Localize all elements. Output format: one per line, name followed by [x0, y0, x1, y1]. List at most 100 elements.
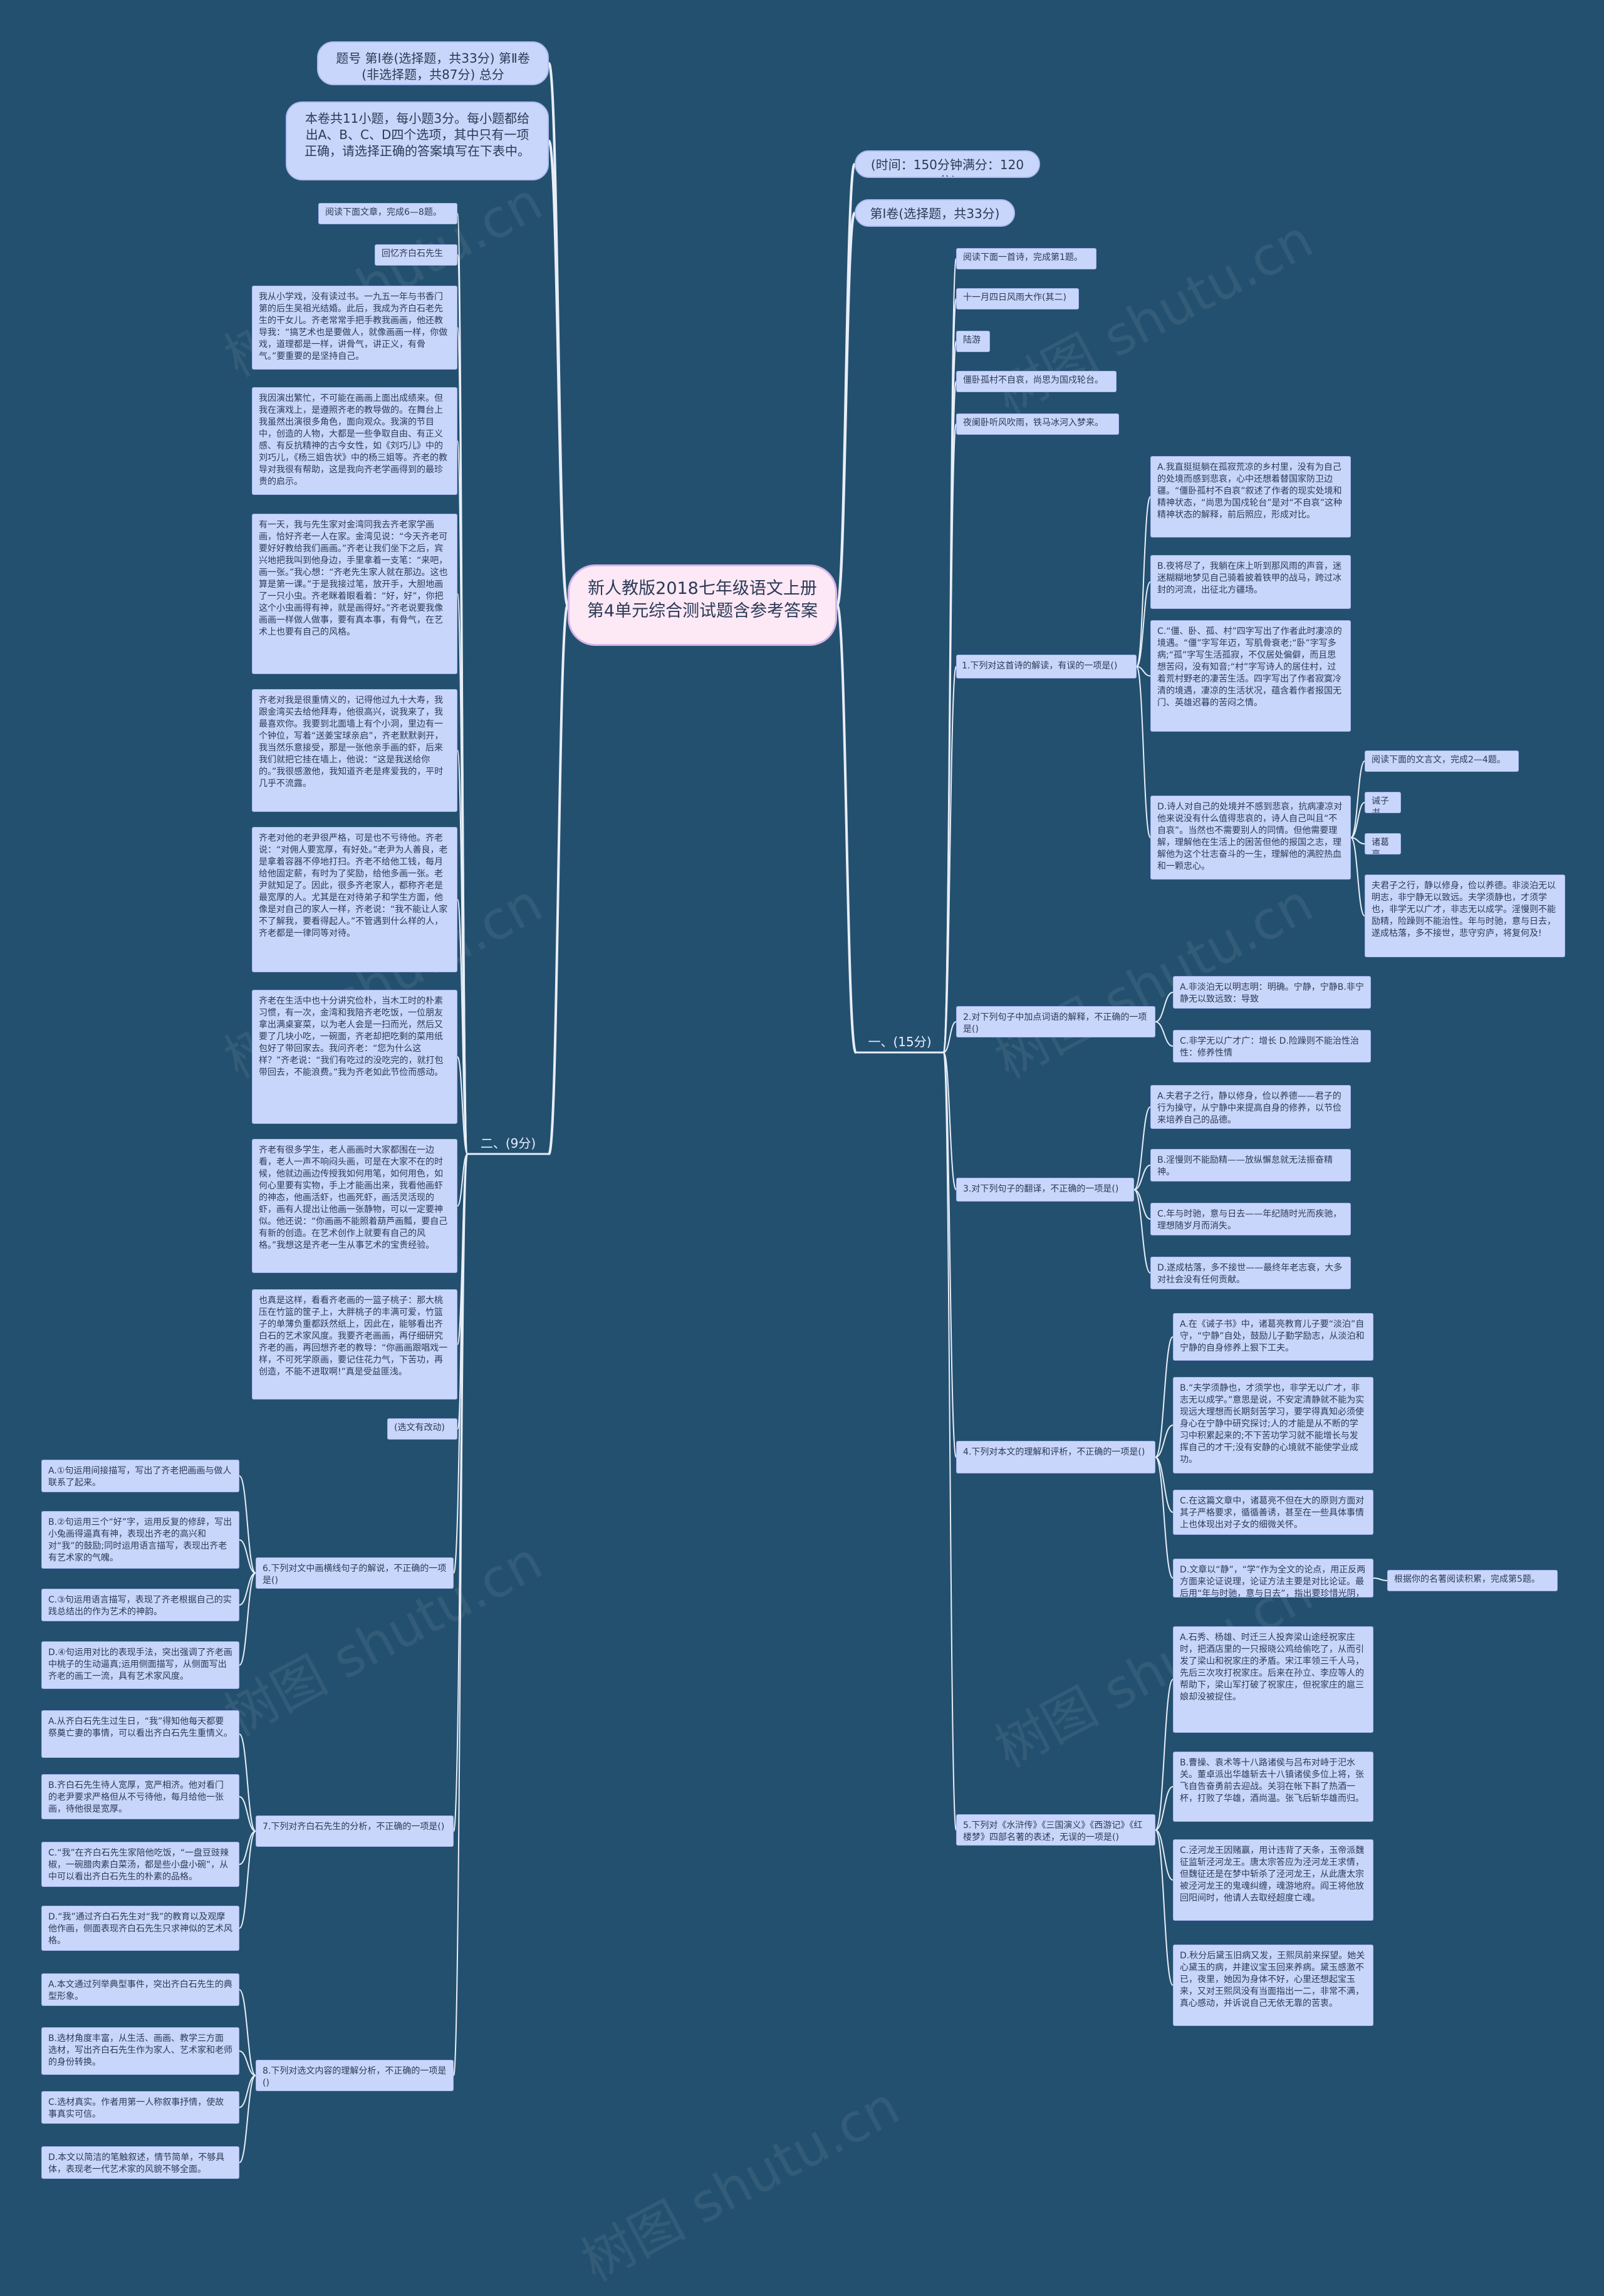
question-4[interactable]: 4.下列对本文的理解和评析，不正确的一项是(): [956, 1441, 1155, 1473]
q1-option-c[interactable]: C.“僵、卧、孤、村”四字写出了作者此时凄凉的境遇。“僵”字写年迈，写肌骨衰老;…: [1150, 620, 1351, 732]
poem-prompt: 阅读下面一首诗，完成第1题。: [956, 248, 1096, 269]
connector: [1155, 1786, 1174, 1831]
connector: [1155, 1829, 1174, 1881]
connector: [239, 1572, 256, 1606]
q5-option-c[interactable]: C.泾河龙王因赌赢，用计违背了天条，玉帝派魏征监斩泾河龙王。唐太宗答应为泾河龙王…: [1173, 1839, 1373, 1921]
q1-option-a[interactable]: A.我直挺挺躺在孤寂荒凉的乡村里，没有为自己的处境而感到悲哀，心中还想着替国家防…: [1150, 456, 1351, 538]
connector: [1155, 1457, 1174, 1579]
connector: [836, 604, 857, 1054]
connector: [239, 1733, 256, 1832]
connector: [1155, 992, 1174, 1022]
q4-option-a[interactable]: A.在《诫子书》中，诸葛亮教育儿子要“淡泊”自守，“宁静”自处，鼓励儿子勤学励志…: [1173, 1313, 1373, 1361]
q8-option-b[interactable]: B.选材角度丰富，从生活、画画、教学三方面选材，写出齐白石先生作为家人、艺术家和…: [41, 2027, 239, 2075]
connector: [943, 666, 957, 1053]
q3-option-d[interactable]: D.遂成枯落，多不接世——最终年老志衰，大多对社会没有任何贡献。: [1150, 1257, 1351, 1289]
article-paragraph: 也真是这样，看看齐老画的一篮子桃子：那大桃压在竹篮的筐子上，大胖桃子的丰满可爱，…: [252, 1289, 457, 1400]
q5-option-b[interactable]: B.曹操、袁术等十八路诸侯与吕布对峙于汜水关。董卓派出华雄斩去十八镇诸侯多位上将…: [1173, 1752, 1373, 1822]
q6-option-b[interactable]: B.②句运用三个“好”字，运用反复的修辞，写出小兔画得逼真有神，表现出齐老的高兴…: [41, 1511, 239, 1569]
q7-option-c[interactable]: C.“我”在齐白石先生家陪他吃饭，“一盘豆豉辣椒，一碗腊肉素白菜汤，都是些小盘小…: [41, 1842, 239, 1887]
poem-author: 陆游: [956, 331, 990, 352]
q5-option-d[interactable]: D.秋分后黛玉旧病又发，王熙凤前来探望。她关心黛玉的病，并建议宝玉回来养病。黛玉…: [1173, 1945, 1373, 2026]
poem-line-1: 僵卧孤村不自哀，尚思为国戍轮台。: [956, 371, 1117, 392]
section-two-label[interactable]: 二、(9分): [480, 1136, 536, 1151]
connector: [1133, 1165, 1151, 1190]
article-title: 回忆齐白石先生: [375, 244, 457, 266]
q1-option-b[interactable]: B.夜将尽了，我躺在床上听到那风雨的声音，迷迷糊糊地梦见自己骑着披着铁甲的战马，…: [1150, 555, 1351, 609]
q6-option-a[interactable]: A.①句运用间接描写，写出了齐老把画画与做人联系了起来。: [41, 1460, 239, 1492]
q8-option-c[interactable]: C.选材真实。作者用第一人称叙事抒情，使故事真实可信。: [41, 2091, 239, 2124]
article-paragraph: 齐老对我是很重情义的，记得他过九十大寿，我跟金湾买去给他拜寿，他很高兴，说我来了…: [252, 689, 457, 812]
connector: [943, 1052, 957, 1458]
q1-option-d[interactable]: D.诗人对自己的处境并不感到悲哀，抗病凄凉对他来说没有什么值得悲哀的，诗人自己叫…: [1150, 796, 1351, 880]
connector: [1133, 1106, 1151, 1190]
part-one-node[interactable]: 第Ⅰ卷(选择题，共33分): [855, 199, 1015, 227]
question-6[interactable]: 6.下列对文中画横线句子的解说，不正确的一项是(): [256, 1557, 454, 1589]
q2-option-cd[interactable]: C.非学无以广才广：增长 D.险躁则不能治性治性：修养性情: [1173, 1030, 1371, 1062]
article-paragraph: 齐老对他的老尹很严格，可是也不亏待他。齐老说：“对佣人要宽厚，有好处。”老尹为人…: [252, 827, 457, 972]
q7-option-d[interactable]: D.“我”通过齐白石先生对“我”的教育以及观摩他作画，侧面表现齐白石先生只求神似…: [41, 1906, 239, 1951]
connector: [1155, 1021, 1174, 1047]
q8-option-a[interactable]: A.本文通过列举典型事件，突出齐白石先生的典型形象。: [41, 1973, 239, 2006]
central-topic[interactable]: 新人教版2018七年级语文上册第4单元综合测试题含参考答案: [568, 564, 837, 646]
q7-option-a[interactable]: A.从齐白石先生过生日，“我”得知他每天都要祭奠亡妻的事情，可以看出齐白石先生重…: [41, 1710, 239, 1758]
q2-option-ab[interactable]: A.非淡泊无以明志明：明确。宁静，宁静B.非宁静无以致远致：导致: [1173, 976, 1371, 1009]
connector: [1136, 666, 1151, 677]
connector-lines: [239, 62, 1388, 2163]
connector: [239, 2050, 256, 2076]
classical-text-author: 诸葛亮: [1365, 833, 1401, 855]
connector: [239, 2075, 256, 2108]
connector: [1136, 496, 1151, 667]
connector: [1136, 581, 1151, 667]
connector: [548, 140, 569, 606]
connector: [943, 1052, 957, 1831]
classical-text-body: 夫君子之行，静以修身，俭以养德。非淡泊无以明志，非宁静无以致远。夫学须静也，才须…: [1365, 875, 1565, 957]
question-1[interactable]: 1.下列对这首诗的解读，有误的一项是(): [956, 655, 1137, 678]
article-paragraph: 有一天，我与先生家对金湾同我去齐老家学画画，恰好齐老一人在家。金湾见说：“今天齐…: [252, 514, 457, 674]
connector: [1155, 1679, 1174, 1831]
q3-option-c[interactable]: C.年与时驰，意与日去——年纪随时光而疾驰，理想随岁月而消失。: [1150, 1203, 1351, 1235]
q5-option-a[interactable]: A.石秀、杨雄、时迁三人投奔梁山途经祝家庄时，把酒店里的一只报晓公鸡给偷吃了，从…: [1173, 1626, 1373, 1733]
connector: [457, 1153, 468, 1207]
connector: [943, 1021, 957, 1053]
connector: [1350, 837, 1365, 844]
connector: [1350, 761, 1365, 838]
connector: [943, 423, 957, 1053]
question-7[interactable]: 7.下列对齐白石先生的分析，不正确的一项是(): [256, 1816, 454, 1847]
q4-option-d[interactable]: D.文章以“静”，“学”作为全文的论点，用正反两方面来论证说理，论证方法主要是对…: [1173, 1559, 1373, 1597]
q7-option-b[interactable]: B.齐白石先生待人宽厚，宽严相济。他对看门的老尹要求严格但从不亏待他，每月给他一…: [41, 1774, 239, 1819]
article-paragraph: 齐老在生活中也十分讲究俭朴，当木工时的朴素习惯，有一次，金湾和我陪齐老吃饭，一位…: [252, 990, 457, 1124]
connector: [239, 2075, 256, 2163]
question-3[interactable]: 3.对下列句子的翻译，不正确的一项是(): [956, 1178, 1134, 1202]
connector: [239, 1796, 256, 1832]
q8-option-d[interactable]: D.本文以简洁的笔触叙述，情节简单，不够具体，表现老一代艺术家的风貌不够全面。: [41, 2146, 239, 2179]
q6-option-d[interactable]: D.④句运用对比的表现手法，突出强调了齐老画中桃子的生动逼真;运用侧面描写，从侧…: [41, 1641, 239, 1689]
connector: [836, 212, 856, 606]
instructions-node[interactable]: 本卷共11小题，每小题3分。每小题都给出A、B、C、D四个选项，其中只有一项正确…: [286, 101, 549, 180]
article-source-note: (选文有改动): [387, 1418, 457, 1440]
connector: [1350, 837, 1365, 917]
q3-option-a[interactable]: A.夫君子之行，静以修身，俭以养德——君子的行为操守，从宁静中来提高自身的修养，…: [1150, 1085, 1351, 1129]
question-2[interactable]: 2.对下列句子中加点词语的解释，不正确的一项是(): [956, 1006, 1155, 1037]
q4-option-b[interactable]: B.“夫学须静也，才须学也，非学无以广才，非志无以成学。”意思是说，不安定清静就…: [1173, 1377, 1373, 1473]
q4-option-c[interactable]: C.在这篇文章中，诸葛亮不但在大的原则方面对其子严格要求，循循善诱，甚至在一些具…: [1173, 1490, 1373, 1535]
question-8[interactable]: 8.下列对选文内容的理解分析，不正确的一项是(): [256, 2060, 454, 2091]
connector: [1155, 1457, 1174, 1513]
connector: [1155, 1829, 1174, 1986]
connector: [1155, 1336, 1174, 1458]
connector: [1155, 1425, 1174, 1458]
connector: [457, 899, 468, 1155]
classical-text-prompt: 阅读下面的文言文，完成2—4题。: [1365, 751, 1519, 772]
connector: [239, 1831, 256, 1929]
connector: [943, 1052, 957, 1190]
section-one-label[interactable]: 一、(15分): [868, 1034, 932, 1049]
q3-option-b[interactable]: B.淫慢则不能励精——放纵懈怠就无法振奋精神。: [1150, 1149, 1351, 1182]
connector: [239, 1539, 256, 1574]
q6-option-c[interactable]: C.③句运用语言描写，表现了齐老根据自己的实践总结出的作为艺术的神韵。: [41, 1589, 239, 1621]
classical-text-title: 诫子书: [1365, 792, 1401, 813]
classic-reading-prompt: 根据你的名著阅读积累，完成第5题。: [1387, 1570, 1558, 1591]
connector: [1133, 1189, 1151, 1274]
question-5[interactable]: 5.下列对《水浒传》《三国演义》《西游记》《红楼梦》四部名著的表述，无误的一项是…: [956, 1814, 1155, 1846]
exam-score-table-node[interactable]: 题号 第Ⅰ卷(选择题，共33分) 第Ⅱ卷(非选择题，共87分) 总分: [317, 41, 549, 85]
article-paragraph: 齐老有很多学生，老人画画时大家都围在一边看，老人一声不响闷头画，可是在大家不在的…: [252, 1139, 457, 1273]
exam-time-node[interactable]: (时间：150分钟满分：120分): [855, 150, 1040, 178]
